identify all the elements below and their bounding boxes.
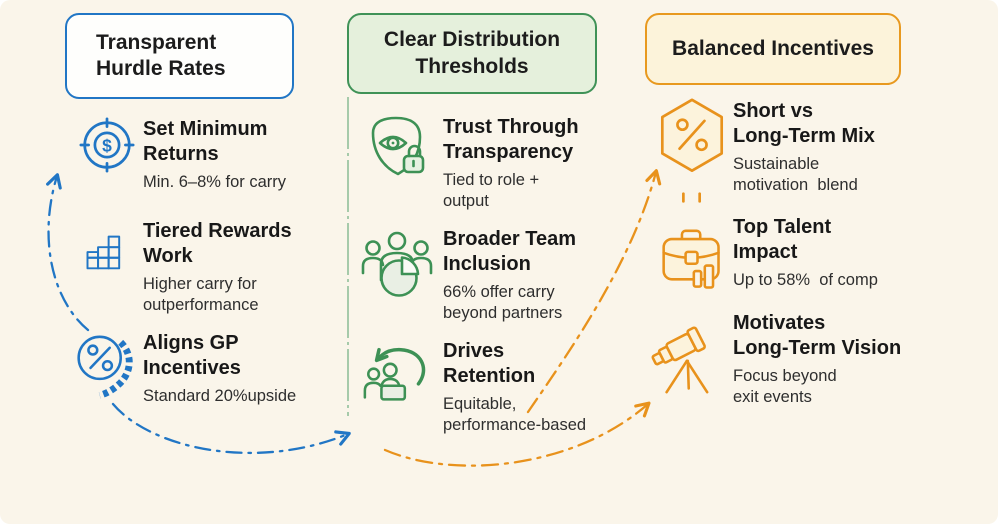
- hurdle-to-distribution-arrow: [111, 402, 351, 455]
- item-subtitle: Up to 58% of comp: [733, 271, 878, 289]
- column-header-distribution-thresholds: Clear Distribution Thresholds: [347, 13, 597, 94]
- item-subtitle: Higher carry for outperformance: [143, 275, 259, 314]
- column-header-label: Transparent Hurdle Rates: [96, 30, 226, 81]
- item-title: Motivates Long-Term Vision: [733, 312, 902, 359]
- item-title: Aligns GP Incentives: [143, 332, 241, 379]
- item-title: Short vs Long-Term Mix: [733, 100, 875, 147]
- hexagon-percent-icon: [650, 96, 733, 209]
- telescope-icon: [650, 308, 733, 407]
- column-header-balanced-incentives: Balanced Incentives: [645, 13, 901, 85]
- tiered-bars-icon: [70, 216, 143, 315]
- list-item-broader-team-inclusion: Broader Team Inclusion 66% offer carry b…: [352, 224, 576, 323]
- svg-text:$: $: [102, 135, 112, 155]
- list-item-drives-retention: Drives Retention Equitable, performance-…: [352, 336, 586, 435]
- list-item-aligns-gp-incentives: Aligns GP Incentives Standard 20%upside: [70, 328, 296, 407]
- item-subtitle: Min. 6–8% for carry: [143, 173, 287, 191]
- retention-return-icon: [352, 336, 443, 435]
- item-title: Broader Team Inclusion: [443, 228, 577, 275]
- item-title: Set Minimum Returns: [143, 118, 268, 165]
- item-subtitle: Equitable, performance-based: [443, 395, 587, 434]
- list-item-top-talent-impact: Top Talent Impact Up to 58% of comp: [650, 212, 878, 297]
- column-header-label: Clear Distribution Thresholds: [383, 28, 561, 78]
- percent-coin-icon: [70, 328, 143, 407]
- list-item-motivates-long-term-vision: Motivates Long-Term Vision Focus beyond …: [650, 308, 901, 407]
- item-title: Top Talent Impact: [733, 216, 832, 263]
- shield-eye-lock-icon: [352, 112, 443, 211]
- item-title: Trust Through Transparency: [443, 116, 579, 163]
- briefcase-icon: [650, 212, 733, 297]
- item-subtitle: Sustainable motivation blend: [733, 155, 858, 194]
- list-item-tiered-rewards: Tiered Rewards Work Higher carry for out…: [70, 216, 292, 315]
- item-subtitle: 66% offer carry beyond partners: [443, 283, 563, 322]
- item-subtitle: Standard 20%upside: [143, 387, 297, 405]
- list-item-trust-transparency: Trust Through Transparency Tied to role …: [352, 112, 579, 211]
- column-header-label: Balanced Incentives: [672, 36, 874, 60]
- item-title: Tiered Rewards Work: [143, 220, 292, 267]
- item-subtitle: Focus beyond exit events: [733, 367, 837, 406]
- item-title: Drives Retention: [443, 340, 536, 387]
- target-dollar-icon: $: [70, 114, 143, 193]
- item-subtitle: Tied to role + output: [443, 171, 540, 210]
- column-header-hurdle-rates: Transparent Hurdle Rates: [65, 13, 294, 99]
- list-item-set-minimum-returns: $ Set Minimum Returns Min. 6–8% for carr…: [70, 114, 286, 193]
- team-pie-icon: [352, 224, 443, 323]
- list-item-short-vs-long-term: Short vs Long-Term Mix Sustainable motiv…: [650, 96, 875, 209]
